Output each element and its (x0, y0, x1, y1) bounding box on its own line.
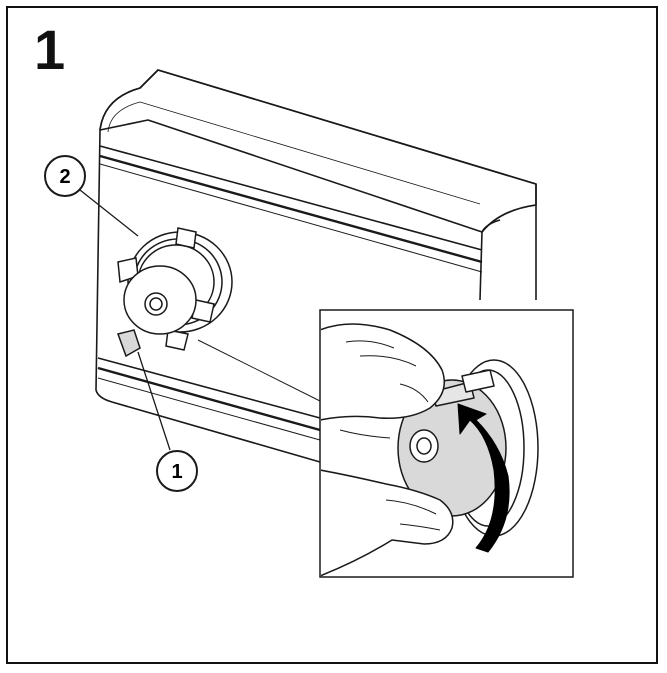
step-number: 1 (34, 18, 66, 81)
callout-2-label: 2 (59, 166, 70, 188)
hand-bottom (321, 469, 454, 576)
callout-1-label: 1 (171, 461, 182, 483)
finger-top (321, 323, 445, 421)
knob-assembly (117, 227, 233, 358)
inset-detail (319, 309, 574, 578)
figure-frame (6, 6, 658, 664)
rotation-arrow (457, 403, 510, 553)
callout-2: 2 (44, 155, 139, 237)
appliance-housing (95, 69, 537, 463)
leader-line (197, 339, 323, 403)
callout-1: 1 (137, 351, 198, 492)
